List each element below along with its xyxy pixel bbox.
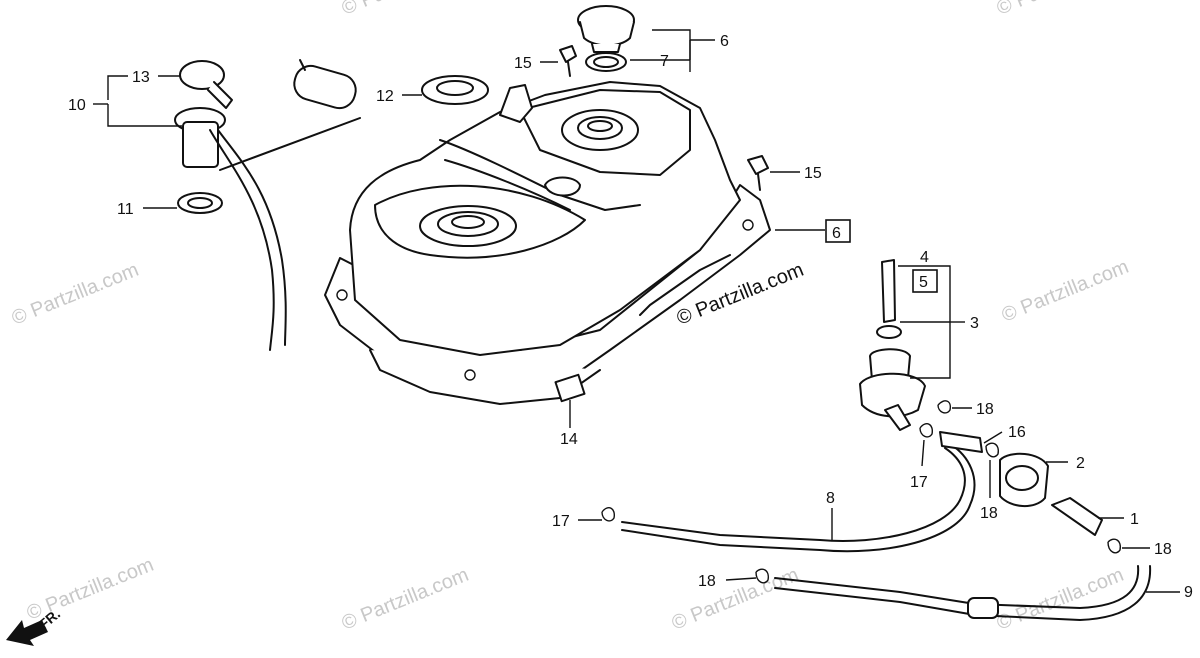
callout-5: 5	[919, 274, 928, 291]
callout-3: 3	[970, 315, 979, 332]
watermark: © Partzilla.com	[999, 256, 1132, 327]
callout-17: 17	[552, 513, 570, 530]
cap-seal	[585, 52, 627, 72]
callout-12: 12	[376, 88, 394, 105]
retaining-ring	[421, 75, 489, 105]
callout-4: 4	[920, 249, 929, 266]
callout-8: 8	[826, 490, 835, 507]
callout-18: 18	[698, 573, 716, 590]
callout-15: 15	[514, 55, 532, 72]
hose-16	[939, 431, 983, 453]
callout-18: 18	[976, 401, 994, 418]
callout-6-boxed: 6	[832, 225, 841, 242]
callout-18: 18	[1154, 541, 1172, 558]
bolt	[747, 155, 769, 191]
bolt	[559, 45, 577, 77]
callout-10: 10	[68, 97, 86, 114]
hose-clips	[601, 400, 1122, 584]
callout-box	[825, 219, 851, 243]
callout-14: 14	[560, 431, 578, 448]
callout-17: 17	[910, 474, 928, 491]
fuel-hose-9	[774, 565, 1152, 621]
fuel-filter	[999, 452, 1103, 536]
callout-numbers: 1 2 3 4 5 6 7 8 9 10 11 12 13 14 15 15 1…	[68, 33, 1193, 601]
watermark: © Partzilla.com	[994, 564, 1127, 635]
callout-box	[912, 269, 938, 293]
rubber-pad	[554, 373, 586, 403]
fuel-sender-unit	[174, 59, 361, 351]
callout-2: 2	[1076, 455, 1085, 472]
watermark: © Partzilla.com	[994, 0, 1127, 20]
leader-lines	[93, 29, 1180, 593]
watermark: © Partzilla.com	[339, 564, 472, 635]
watermark: © Partzilla.com	[9, 259, 142, 330]
fuel-hose-8	[621, 443, 976, 553]
fuel-tank	[324, 81, 771, 405]
arrow-icon	[6, 620, 48, 646]
callout-13: 13	[132, 69, 150, 86]
fuel-valve	[859, 259, 926, 431]
callout-15: 15	[804, 165, 822, 182]
sender-gasket	[177, 192, 223, 214]
callout-9: 9	[1184, 584, 1193, 601]
callout-16: 16	[1008, 424, 1026, 441]
callout-18: 18	[980, 505, 998, 522]
fuel-cap	[577, 5, 635, 53]
watermark: © Partzilla.com	[339, 0, 472, 20]
watermark: © Partzilla.com	[669, 564, 802, 635]
callout-7: 7	[660, 53, 669, 70]
callout-6: 6	[720, 33, 729, 50]
callout-1: 1	[1130, 511, 1139, 528]
callout-11: 11	[117, 201, 134, 218]
